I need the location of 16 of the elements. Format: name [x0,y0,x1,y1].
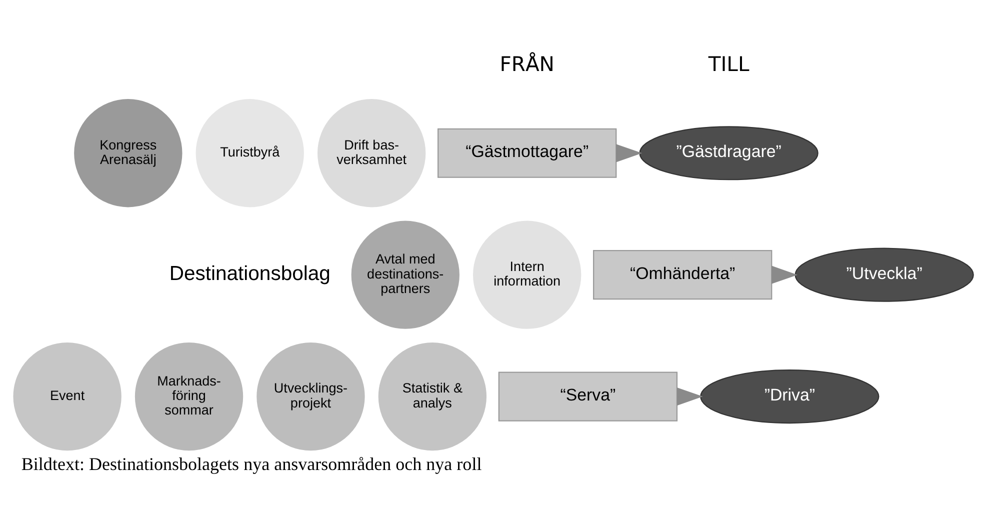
node-circle: Statistik & analys [377,341,488,452]
node-circle: Event [12,341,123,452]
node-ellipse: ”Driva” [700,370,880,424]
label: FRÅN [500,52,554,76]
label: Destinationsbolag [169,262,330,285]
node-circle: Avtal med destinations- partners [350,220,461,330]
label: TILL [708,52,750,76]
node-circle: Turistbyrå [194,98,306,208]
node-circle: Kongress Arenasälj [72,98,184,208]
node-circle: Utvecklings- projekt [256,341,366,452]
node-circle: Drift bas- verksamhet [316,98,427,208]
caption: Bildtext: Destinationsbolagets nya ansvarsområden och nya roll [21,454,482,474]
node-circle: Intern information [472,220,582,330]
node-ellipse: ”Gästdragare” [639,126,818,180]
node-circle: Marknads- föring sommar [134,341,244,452]
node-ellipse: ”Utveckla” [794,248,974,302]
